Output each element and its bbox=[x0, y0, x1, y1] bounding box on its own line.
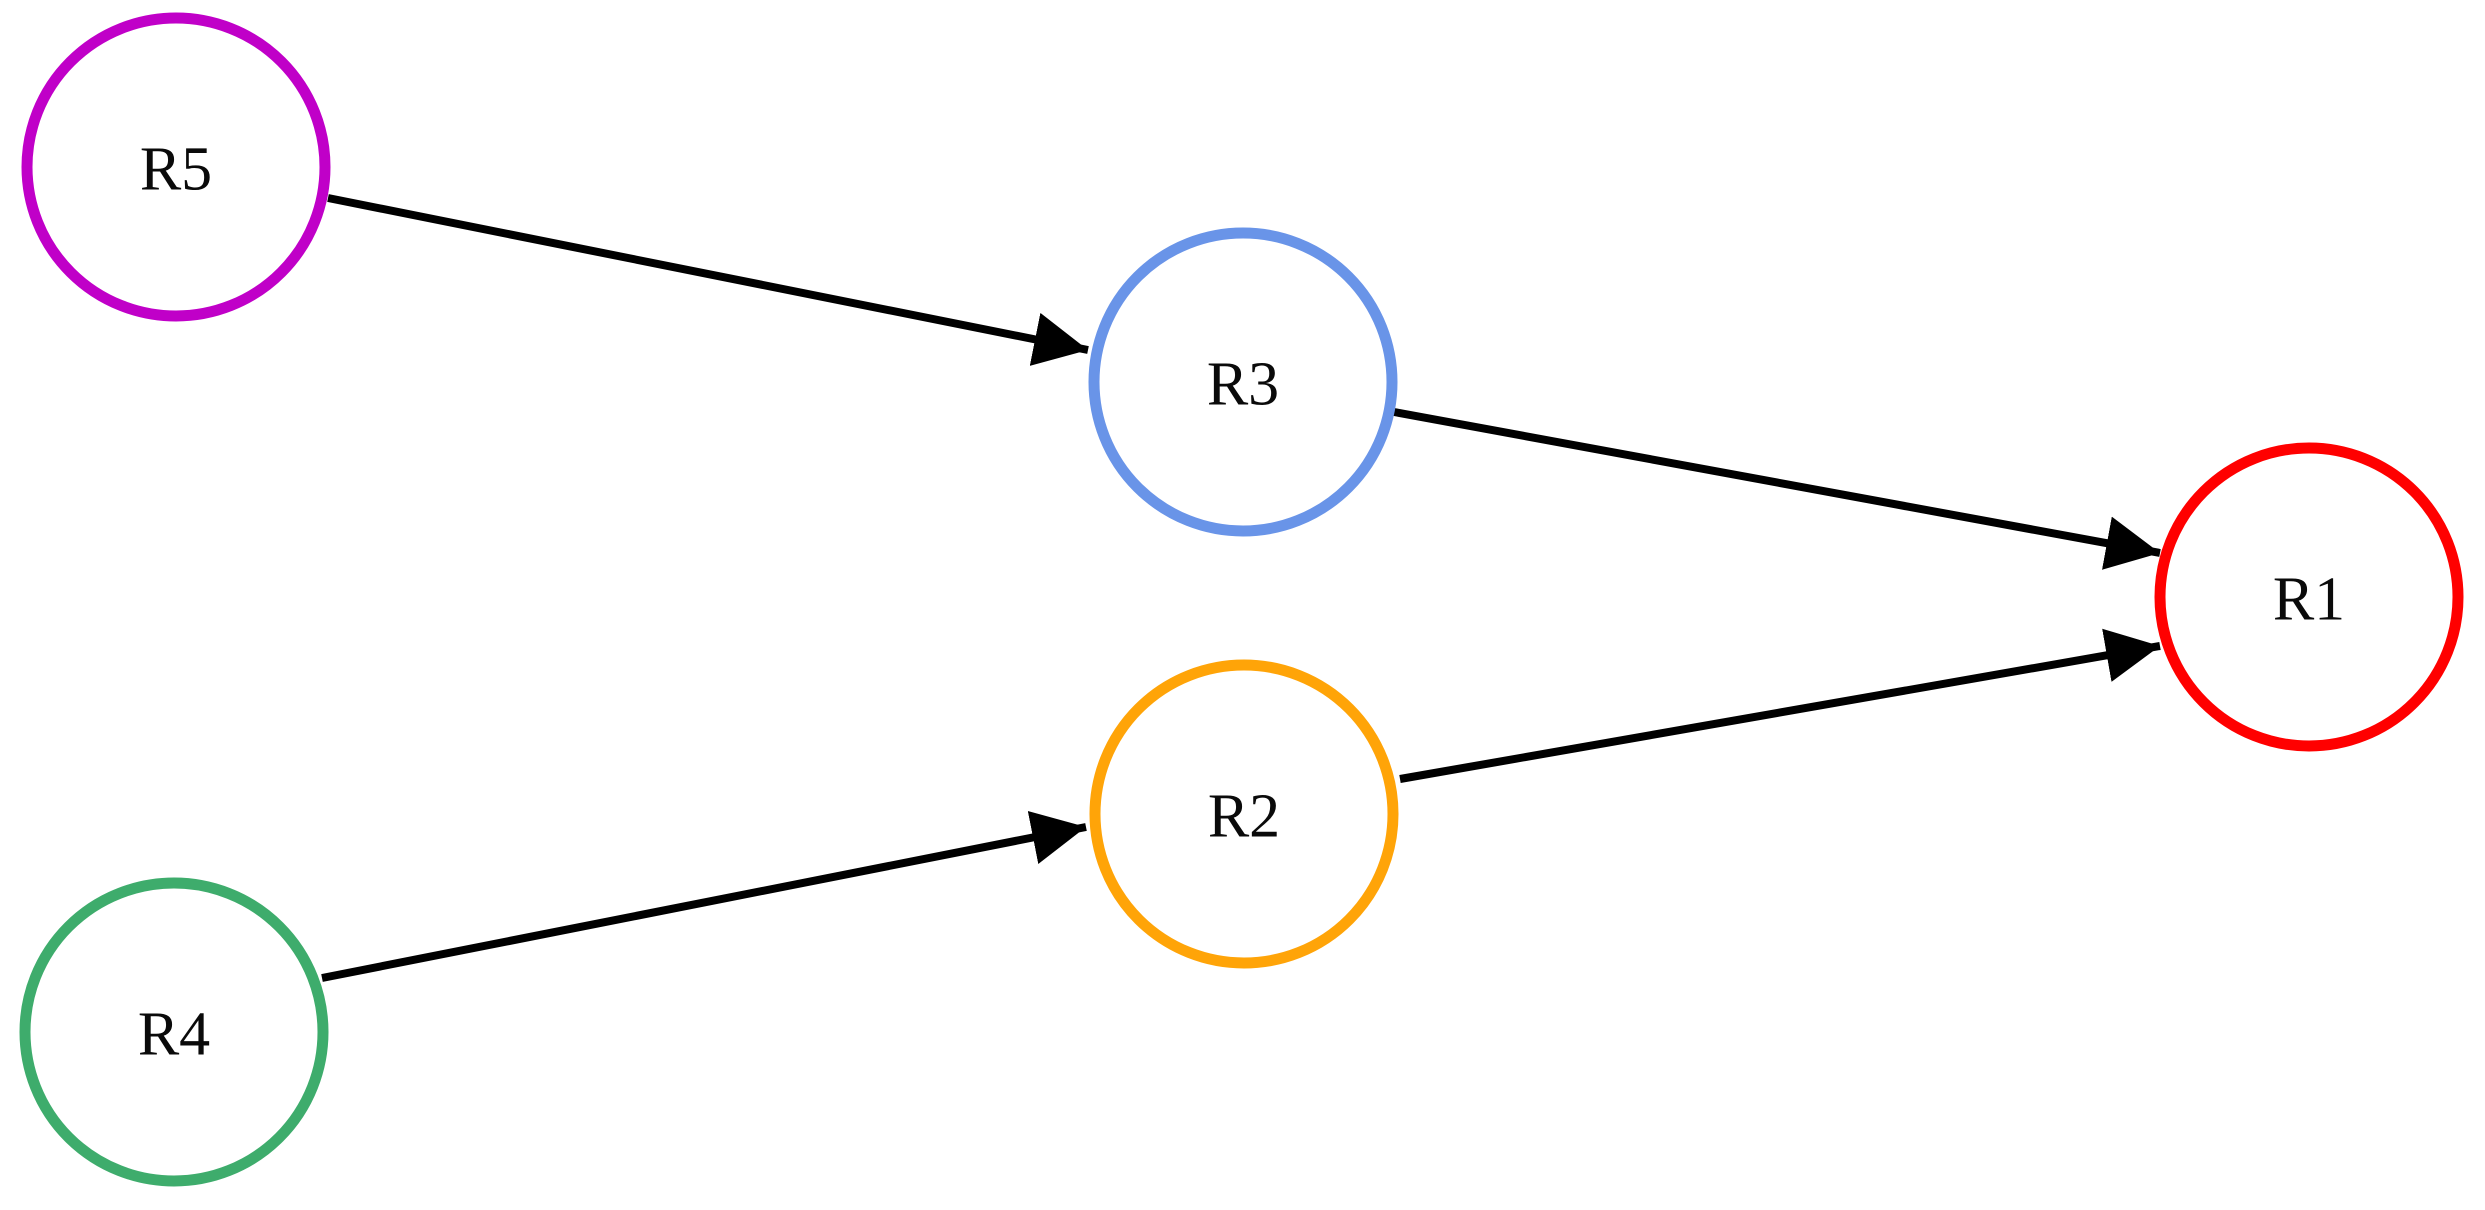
node-label-r1: R1 bbox=[2273, 565, 2345, 633]
node-circle-r3 bbox=[1088, 227, 1398, 537]
node-circle-r5 bbox=[21, 12, 331, 322]
edge-r3-to-r1 bbox=[1393, 408, 2161, 570]
edge-r2-to-r1 bbox=[1399, 628, 2161, 783]
node-r1: R1 bbox=[2154, 442, 2464, 752]
node-r4: R4 bbox=[19, 877, 329, 1187]
edge-r5-to-r3 bbox=[327, 194, 1089, 366]
node-circle-r1 bbox=[2154, 442, 2464, 752]
node-r2: R2 bbox=[1089, 659, 1399, 969]
node-label-r5: R5 bbox=[140, 135, 212, 203]
edge-r4-to-r2 bbox=[321, 810, 1087, 982]
node-label-r3: R3 bbox=[1207, 350, 1279, 418]
node-label-r2: R2 bbox=[1208, 782, 1280, 850]
edges-layer bbox=[321, 194, 2161, 982]
node-circle-r4 bbox=[19, 877, 329, 1187]
node-circle-r2 bbox=[1089, 659, 1399, 969]
node-r5: R5 bbox=[21, 12, 331, 322]
node-r3: R3 bbox=[1088, 227, 1398, 537]
node-label-r4: R4 bbox=[138, 1000, 210, 1068]
